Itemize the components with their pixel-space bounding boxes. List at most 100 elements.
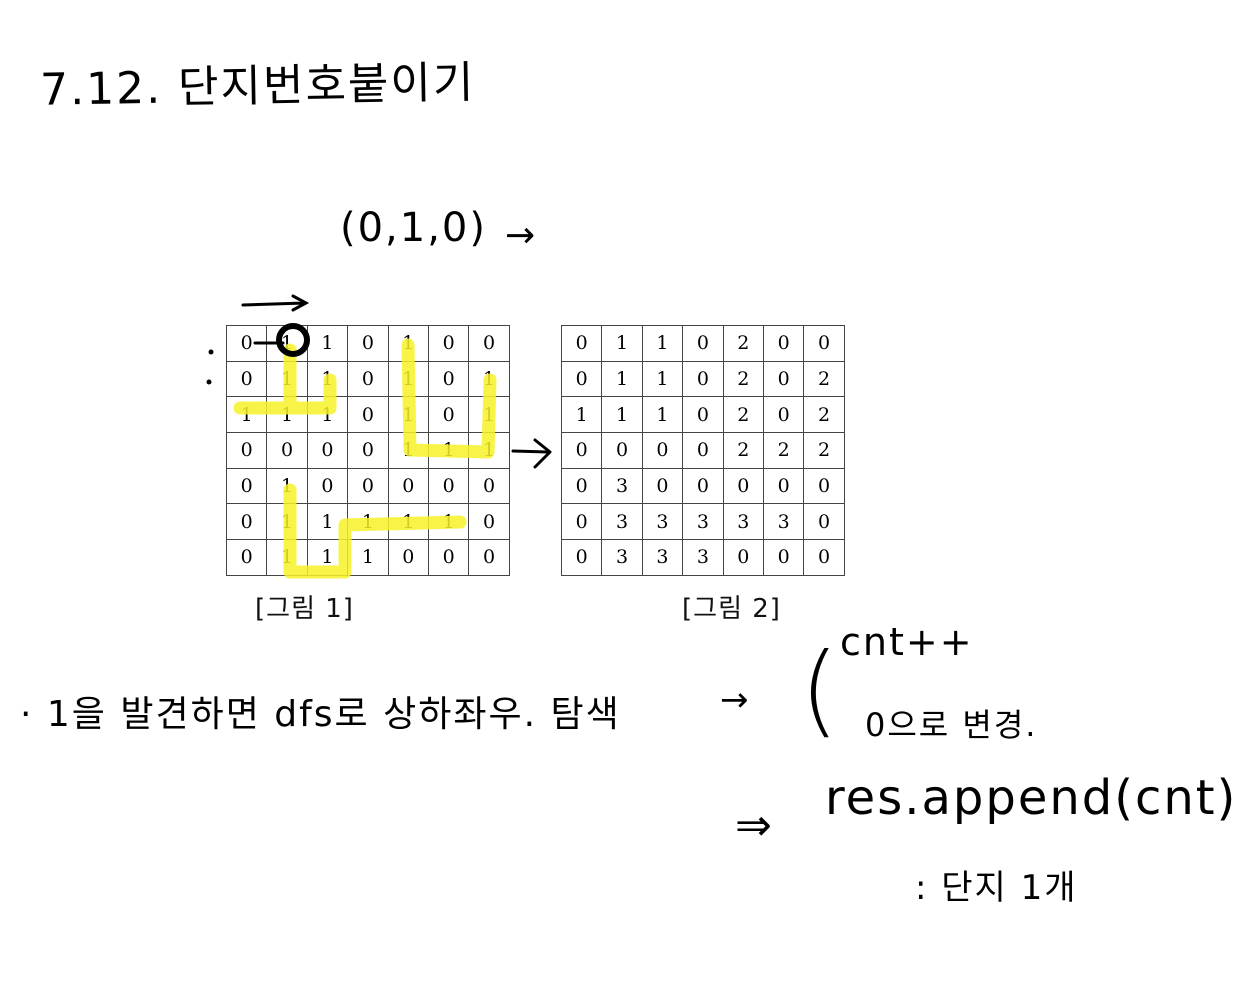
grid-cell: 0: [762, 539, 805, 576]
grid-cell: 3: [762, 503, 805, 541]
grid-cell: 0: [225, 325, 268, 362]
grid-cell: 0: [387, 539, 429, 576]
grid-cell: 0: [225, 467, 268, 505]
grid-cell: 1: [347, 539, 389, 576]
grid-cell: 3: [682, 503, 724, 541]
append-note: res.append(cnt): [825, 770, 1238, 826]
grid-cell: 1: [266, 503, 308, 541]
grid-cell: 0: [682, 396, 724, 434]
cnt-increment-note: cnt++: [840, 620, 974, 664]
grid-cell: 3: [722, 503, 764, 541]
grid-cell: 0: [682, 360, 724, 398]
grid-cell: 2: [762, 432, 805, 469]
grid-cell: 1: [266, 396, 308, 434]
grid-cell: 1: [468, 432, 510, 469]
grid-cell: 1: [266, 467, 308, 505]
grid-cell: 0: [306, 432, 349, 469]
grid-cell: 0: [347, 325, 389, 362]
grid-cell: 0: [225, 539, 268, 576]
set-zero-note: 0으로 변경.: [865, 706, 1038, 744]
grid-cell: 0: [682, 325, 724, 362]
grid-cell: 1: [266, 325, 308, 362]
grid-cell: 0: [427, 360, 470, 398]
grid-cell: 1: [387, 325, 429, 362]
grid-cell: 1: [306, 360, 349, 398]
top-arrow: [241, 294, 310, 312]
grid-cell: 1: [601, 325, 643, 362]
grid-cell: 1: [427, 503, 470, 541]
unit-note: : 단지 1개: [915, 868, 1078, 908]
brace: (: [800, 631, 842, 748]
grid-cell: 3: [682, 539, 724, 576]
grid-cell: 0: [803, 467, 845, 505]
note-arrow: →: [720, 680, 751, 720]
side-dots: [206, 349, 214, 385]
grid-cell: 0: [427, 467, 470, 505]
tuple-annotation: (0,1,0): [340, 205, 487, 251]
grid-cell: 1: [387, 360, 429, 398]
grid-cell: 1: [266, 360, 308, 398]
grid-cell: 2: [722, 396, 764, 434]
grid-cell: 1: [387, 503, 429, 541]
grid-cell: 0: [682, 432, 724, 469]
page-title: 7.12. 단지번호붙이기: [39, 57, 476, 116]
grid-cell: 0: [225, 503, 268, 541]
grid-cell: 2: [803, 360, 845, 398]
grid-cell: 1: [306, 325, 349, 362]
grid-cell: 0: [722, 467, 764, 505]
grid-cell: 1: [387, 396, 429, 434]
grid-cell: 3: [601, 467, 643, 505]
grid-cell: 0: [560, 467, 603, 505]
grid-cell: 1: [266, 539, 308, 576]
grid-cell: 0: [266, 432, 308, 469]
grid-cell: 0: [427, 396, 470, 434]
grid-cell: 0: [347, 432, 389, 469]
grid-cell: 2: [722, 432, 764, 469]
grid-cell: 0: [347, 467, 389, 505]
grid-cell: 0: [803, 539, 845, 576]
grid-cell: 1: [387, 432, 429, 469]
grid-cell: 1: [641, 396, 684, 434]
grid-cell: 0: [803, 503, 845, 541]
grid-cell: 0: [641, 467, 684, 505]
grid-cell: 0: [387, 467, 429, 505]
grid-cell: 2: [803, 396, 845, 434]
grid-cell: 1: [225, 396, 268, 434]
grid-cell: 1: [560, 396, 603, 434]
grid-cell: 0: [560, 325, 603, 362]
grid-cell: 1: [641, 360, 684, 398]
grid-cell: 0: [468, 325, 510, 362]
grid-cell: 3: [641, 503, 684, 541]
grid-cell: 2: [722, 360, 764, 398]
grid-cell: 1: [306, 503, 349, 541]
grid-cell: 0: [722, 539, 764, 576]
grid-cell: 0: [762, 396, 805, 434]
dfs-note: · 1을 발견하면 dfs로 상하좌우. 탐색: [20, 694, 621, 735]
grid-cell: 3: [601, 539, 643, 576]
grid-cell: 0: [347, 396, 389, 434]
grid-cell: 1: [347, 503, 389, 541]
figure-2-caption: [그림 2]: [682, 594, 781, 624]
grid-cell: 0: [560, 539, 603, 576]
grid-cell: 0: [468, 539, 510, 576]
grid-cell: 0: [762, 325, 805, 362]
grid-cell: 1: [306, 539, 349, 576]
grid-cell: 0: [762, 360, 805, 398]
grid-cell: 0: [427, 539, 470, 576]
grid-cell: 0: [560, 432, 603, 469]
